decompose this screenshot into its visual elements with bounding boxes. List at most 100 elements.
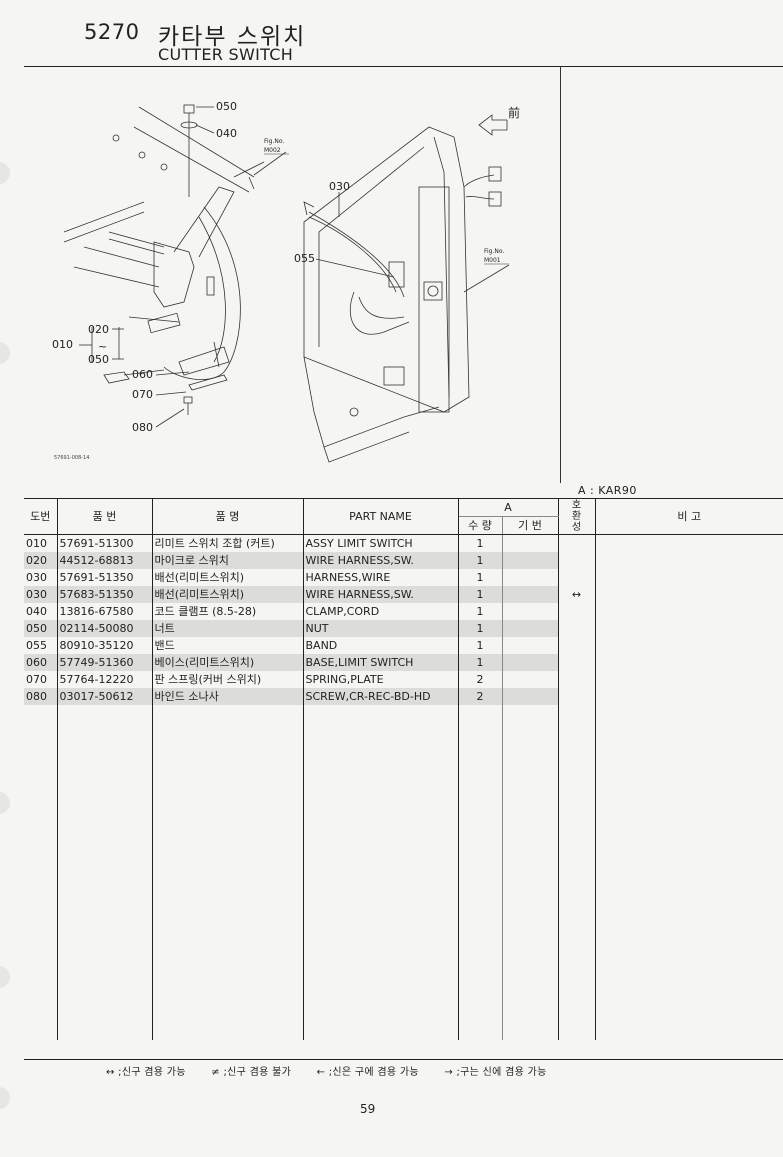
row-qty: 2	[458, 671, 503, 688]
row-part-no: 57691-51300	[57, 534, 153, 552]
header-divider	[24, 66, 783, 67]
row-qty: 1	[458, 637, 503, 654]
row-remark	[595, 586, 783, 603]
row-no: 060	[24, 654, 58, 671]
row-part-name: CLAMP,CORD	[303, 603, 459, 620]
row-interchange	[558, 637, 596, 654]
row-base	[502, 620, 559, 637]
legend-item: ↔ ;신구 겸용 가능	[106, 1067, 186, 1078]
row-qty: 1	[458, 586, 503, 603]
callout-tilde: ~	[98, 340, 107, 353]
legend-item: → ;구는 신에 겸용 가능	[444, 1067, 547, 1078]
header-remark: 비 고	[595, 498, 783, 535]
row-part-name: SCREW,CR-REC-BD-HD	[303, 688, 459, 705]
row-no: 050	[24, 620, 58, 637]
row-qty: 2	[458, 688, 503, 705]
row-remark	[595, 569, 783, 586]
row-part-no: 13816-67580	[57, 603, 153, 620]
row-base	[502, 637, 559, 654]
row-qty: 1	[458, 552, 503, 569]
callout-050b: 050	[88, 353, 109, 366]
row-qty: 1	[458, 534, 503, 552]
row-remark	[595, 637, 783, 654]
callout-010: 010	[52, 338, 73, 351]
diagram-right-border	[560, 66, 561, 483]
row-base	[502, 552, 559, 569]
footer-divider	[24, 1059, 783, 1060]
callout-070: 070	[132, 388, 153, 401]
row-name-ko: 베이스(리미트스위치)	[152, 654, 304, 671]
fig-ref-number: M001	[484, 257, 501, 264]
row-part-no: 80910-35120	[57, 637, 153, 654]
row-remark	[595, 654, 783, 671]
row-no: 030	[24, 569, 58, 586]
row-base	[502, 534, 559, 552]
fig-ref-label: Fig.No.	[484, 248, 504, 255]
row-qty: 1	[458, 569, 503, 586]
page-title-korean: 카타부 스위치	[158, 24, 307, 50]
row-no: 010	[24, 534, 58, 552]
callout-060: 060	[132, 368, 153, 381]
model-label: A : KAR90	[578, 484, 637, 497]
row-interchange	[558, 654, 596, 671]
row-interchange	[558, 569, 596, 586]
row-no: 040	[24, 603, 58, 620]
page-title-english: CUTTER SWITCH	[158, 45, 294, 64]
row-part-name: ASSY LIMIT SWITCH	[303, 534, 459, 552]
legend-item: ← ;신은 구에 겸용 가능	[316, 1067, 419, 1078]
row-part-name: WIRE HARNESS,SW.	[303, 552, 459, 569]
row-base	[502, 671, 559, 688]
legend-item: ≠ ;신구 겸용 불가	[211, 1067, 292, 1078]
row-qty: 1	[458, 603, 503, 620]
row-no: 030	[24, 586, 58, 603]
interchange-legend: ↔ ;신구 겸용 가능 ≠ ;신구 겸용 불가 ← ;신은 구에 겸용 가능 →…	[106, 1063, 569, 1078]
row-interchange	[558, 620, 596, 637]
row-part-no: 57764-12220	[57, 671, 153, 688]
binder-hole	[0, 966, 10, 988]
row-part-name: NUT	[303, 620, 459, 637]
row-remark	[595, 688, 783, 705]
row-part-name: SPRING,PLATE	[303, 671, 459, 688]
row-name-ko: 배선(리미트스위치)	[152, 586, 304, 603]
table-empty-space	[24, 705, 783, 1040]
callout-020: 020	[88, 323, 109, 336]
fig-ref-label: Fig.No.	[264, 138, 284, 145]
row-part-no: 02114-50080	[57, 620, 153, 637]
callout-050: 050	[216, 100, 237, 113]
row-remark	[595, 671, 783, 688]
diagram-code: 57691-008-14	[54, 455, 90, 461]
row-no: 080	[24, 688, 58, 705]
row-no: 020	[24, 552, 58, 569]
row-qty: 1	[458, 654, 503, 671]
row-base	[502, 586, 559, 603]
binder-hole	[0, 162, 10, 184]
fig-ref-number: M002	[264, 147, 281, 154]
callout-055: 055	[294, 252, 315, 265]
row-part-name: BAND	[303, 637, 459, 654]
binder-hole	[0, 342, 10, 364]
page-number: 59	[360, 1102, 376, 1116]
row-part-no: 57749-51360	[57, 654, 153, 671]
header-no: 도번	[24, 498, 58, 535]
row-qty: 1	[458, 620, 503, 637]
row-base	[502, 569, 559, 586]
callout-040: 040	[216, 127, 237, 140]
callout-030: 030	[329, 180, 350, 193]
row-interchange	[558, 534, 596, 552]
row-interchange	[558, 688, 596, 705]
row-name-ko: 코드 클램프 (8.5-28)	[152, 603, 304, 620]
header-part-no: 품 번	[57, 498, 153, 535]
row-base	[502, 688, 559, 705]
front-marker: 前	[508, 105, 520, 120]
row-remark	[595, 552, 783, 569]
